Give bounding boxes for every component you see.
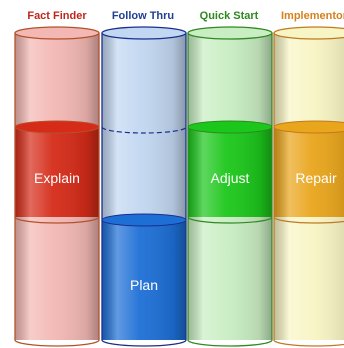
band-shading-fact-finder	[15, 127, 99, 217]
band-shading-quick-start	[188, 127, 272, 217]
band-bottom-implementor	[273, 216, 344, 224]
band-label-implementor: Repair	[295, 170, 337, 186]
tube-top-implementor	[273, 26, 344, 40]
band-top-fact-finder	[14, 120, 100, 134]
column-header-fact-finder: Fact Finder	[27, 10, 87, 22]
column-header-follow-thru: Follow Thru	[111, 10, 175, 22]
tube-top-fact-finder	[14, 26, 100, 40]
band-shading-implementor	[274, 127, 344, 217]
tube-bottom-fact-finder	[14, 339, 100, 347]
band-bottom-quick-start	[187, 216, 273, 224]
band-label-quick-start: Adjust	[211, 170, 250, 186]
tube-bottom-quick-start	[187, 339, 273, 347]
tube-bottom-implementor	[273, 339, 344, 347]
tube-top-quick-start	[187, 26, 273, 40]
tube-top-follow-thru	[101, 26, 187, 40]
band-top-quick-start	[187, 120, 273, 134]
band-top-follow-thru	[101, 213, 187, 227]
band-bottom-fact-finder	[14, 216, 100, 224]
tube-bottom-follow-thru	[101, 339, 187, 347]
column-header-implementor: Implementor	[281, 10, 344, 22]
band-label-follow-thru: Plan	[130, 277, 158, 293]
band-shading-follow-thru	[102, 220, 186, 340]
band-label-fact-finder: Explain	[34, 170, 80, 186]
column-header-quick-start: Quick Start	[199, 10, 259, 22]
dashed-marker-follow-thru	[101, 126, 187, 134]
band-top-implementor	[273, 120, 344, 134]
